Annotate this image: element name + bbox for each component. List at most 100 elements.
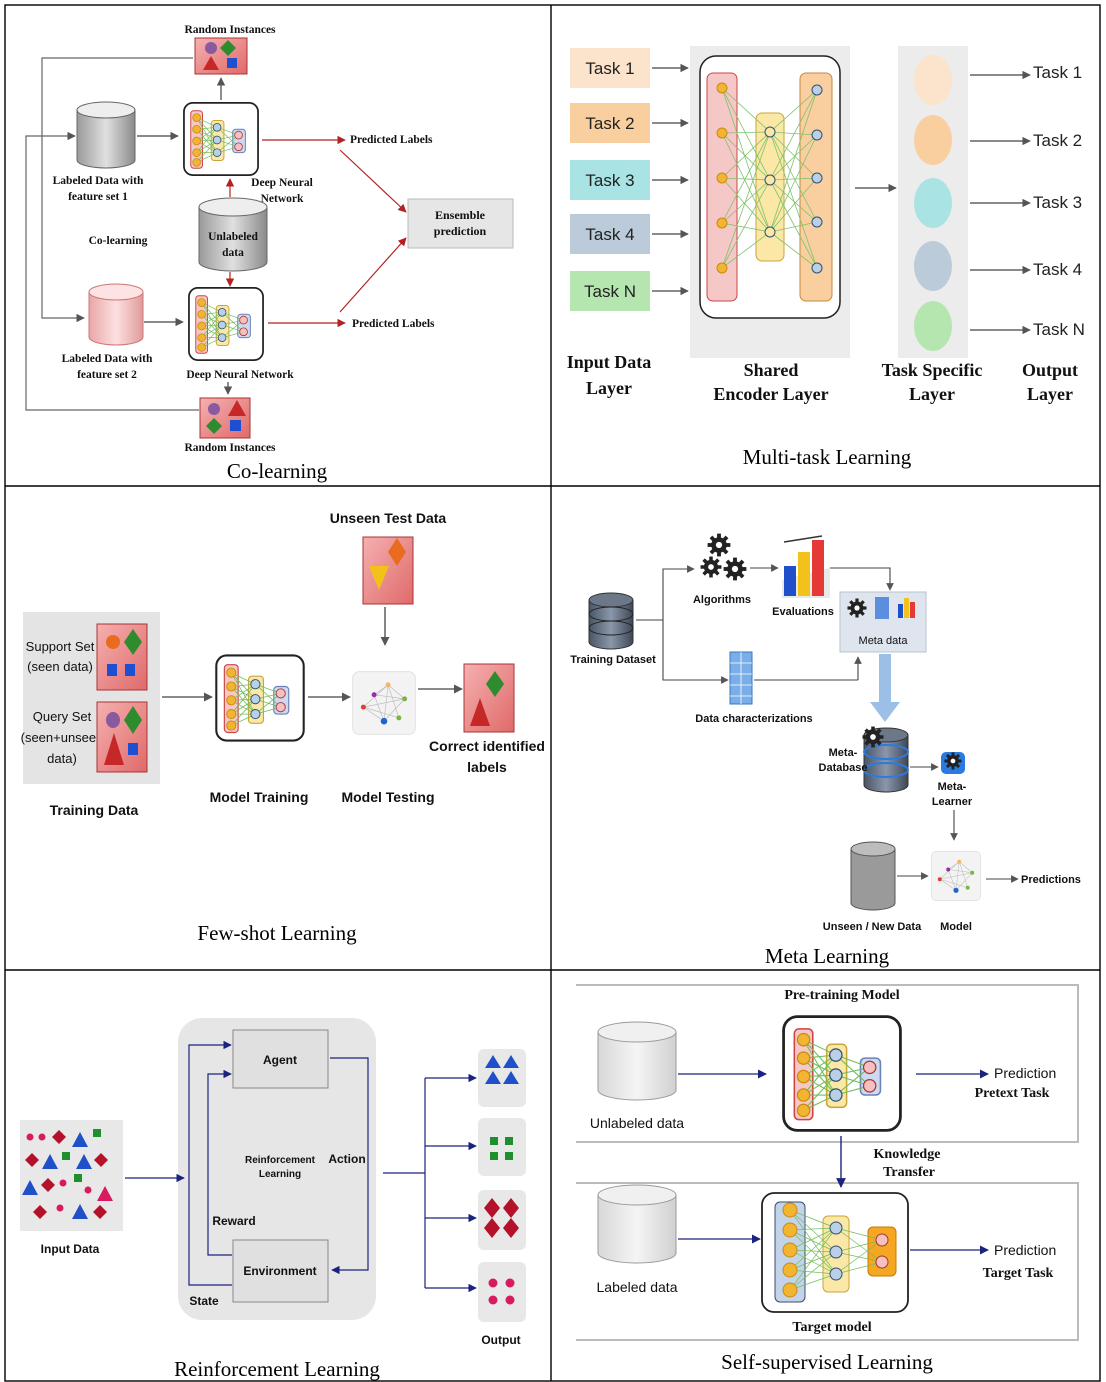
labeled-1-line1: Labeled Data with xyxy=(53,175,144,187)
labeled-data-cylinder-ssl xyxy=(597,1184,677,1264)
model-testing-label: Model Testing xyxy=(341,789,434,805)
prediction-1-label: Prediction xyxy=(994,1065,1056,1081)
output-task-n: Task N xyxy=(1033,320,1085,339)
output-label: Output xyxy=(481,1333,520,1347)
task-inputs: Task 1 Task 2 Task 3 Task 4 Task N xyxy=(570,48,650,311)
caption-meta: Meta Learning xyxy=(765,944,890,968)
prediction-2-label: Prediction xyxy=(994,1242,1056,1258)
layer-specific-2: Layer xyxy=(909,384,955,404)
support-set-box xyxy=(96,623,148,691)
caption-ssl: Self-supervised Learning xyxy=(721,1350,933,1374)
algorithms-label: Algorithms xyxy=(693,594,751,606)
query-line2: (seen+unseen xyxy=(21,730,104,745)
target-task-label: Target Task xyxy=(983,1266,1054,1281)
random-instances-bottom-box xyxy=(199,397,251,439)
input-data-shapes xyxy=(22,1129,113,1219)
network-node xyxy=(811,129,823,141)
agent-label: Agent xyxy=(263,1053,297,1067)
network-node xyxy=(716,127,728,139)
correct-line1: Correct identified xyxy=(429,738,545,754)
network-node xyxy=(811,262,823,274)
predicted-labels-bottom: Predicted Labels xyxy=(352,318,435,330)
layer-specific-1: Task Specific xyxy=(882,360,983,380)
network-node xyxy=(764,174,776,186)
network-node xyxy=(764,126,776,138)
input-task-1-box xyxy=(570,48,650,88)
state-label: State xyxy=(189,1294,219,1308)
network-node xyxy=(716,262,728,274)
knowledge-line2: Transfer xyxy=(883,1165,935,1180)
correct-labels-box xyxy=(463,663,515,733)
environment-box xyxy=(232,1239,329,1303)
predicted-labels-top: Predicted Labels xyxy=(350,134,433,146)
input-task-3: Task 3 xyxy=(585,171,634,190)
layer-output-1: Output xyxy=(1022,360,1078,380)
input-task-n-box xyxy=(570,271,650,311)
unseen-data-cylinder xyxy=(850,841,896,911)
labeled-2-line1: Labeled Data with xyxy=(62,353,153,365)
action-label: Action xyxy=(328,1152,365,1166)
model-testing-icon xyxy=(351,670,417,736)
dnn-bottom-label: Deep Neural Network xyxy=(186,369,294,381)
network-node xyxy=(782,1202,798,1218)
unlabeled-line2: data xyxy=(222,247,244,259)
meta-learner-line1: Meta- xyxy=(938,781,967,793)
network-node xyxy=(782,1242,798,1258)
meta-learner-icon xyxy=(941,752,965,774)
unlabeled-line1: Unlabeled xyxy=(208,231,258,243)
input-task-2-box xyxy=(570,103,650,143)
network-node xyxy=(764,226,776,238)
dnn-top-line2: Network xyxy=(261,193,304,205)
output-blue-triangles xyxy=(478,1049,526,1107)
network-node xyxy=(829,1245,843,1259)
co-learning-side-label: Co-learning xyxy=(89,235,148,247)
panel-few-shot: Support Set (seen data) Query Set (seen+… xyxy=(21,510,545,945)
agent-box xyxy=(232,1029,329,1089)
panel-grid xyxy=(4,4,1101,1382)
network-node xyxy=(829,1267,843,1281)
training-dataset-label: Training Dataset xyxy=(570,654,656,666)
input-task-4: Task 4 xyxy=(585,225,634,244)
pretext-task-label: Pretext Task xyxy=(975,1086,1050,1101)
network-node xyxy=(716,217,728,229)
output-red-diamonds xyxy=(478,1190,526,1250)
panel-rl: Agent Environment Reinforcement Learning… xyxy=(20,1018,526,1381)
random-instances-top: Random Instances xyxy=(184,24,276,36)
output-pink-circles xyxy=(478,1262,526,1322)
layer-input-2: Layer xyxy=(586,378,632,398)
random-instances-bottom: Random Instances xyxy=(184,442,276,454)
pretrain-model-icon xyxy=(781,1014,903,1133)
layer-shared-1: Shared xyxy=(744,360,799,380)
output-task-1: Task 1 xyxy=(1033,63,1082,82)
labeled-1-line2: feature set 1 xyxy=(68,191,128,203)
network-node xyxy=(716,172,728,184)
pretraining-title: Pre-training Model xyxy=(784,988,899,1003)
network-node xyxy=(875,1233,889,1247)
caption-multi-task: Multi-task Learning xyxy=(743,445,912,469)
network-node xyxy=(829,1221,843,1235)
output-task-3: Task 3 xyxy=(1033,193,1082,212)
meta-db-line2: Database xyxy=(819,762,868,774)
model-label: Model xyxy=(940,921,972,933)
layer-output-2: Layer xyxy=(1027,384,1073,404)
data-char-label: Data characterizations xyxy=(695,713,812,725)
model-icon xyxy=(930,850,982,902)
training-dataset-cylinder xyxy=(588,592,634,650)
target-model-label: Target model xyxy=(792,1320,871,1335)
labeled-data-2-cylinder xyxy=(88,283,144,346)
meta-data-label: Meta data xyxy=(859,635,909,647)
network-node xyxy=(782,1262,798,1278)
meta-database-icon xyxy=(862,726,909,793)
model-training-icon xyxy=(214,653,306,743)
input-task-4-box xyxy=(570,214,650,254)
input-task-3-box xyxy=(570,160,650,200)
network-node xyxy=(782,1222,798,1238)
predictions-label: Predictions xyxy=(1021,874,1081,886)
panel-multi-task: Task 1 Task 2 Task 3 Task 4 Task N xyxy=(567,46,1085,469)
network-node xyxy=(811,84,823,96)
rl-label-1: Reinforcement xyxy=(245,1155,316,1166)
network-node xyxy=(811,172,823,184)
training-data-label: Training Data xyxy=(50,802,139,818)
ensemble-line1: Ensemble xyxy=(435,208,486,222)
input-data-label: Input Data xyxy=(41,1242,100,1256)
